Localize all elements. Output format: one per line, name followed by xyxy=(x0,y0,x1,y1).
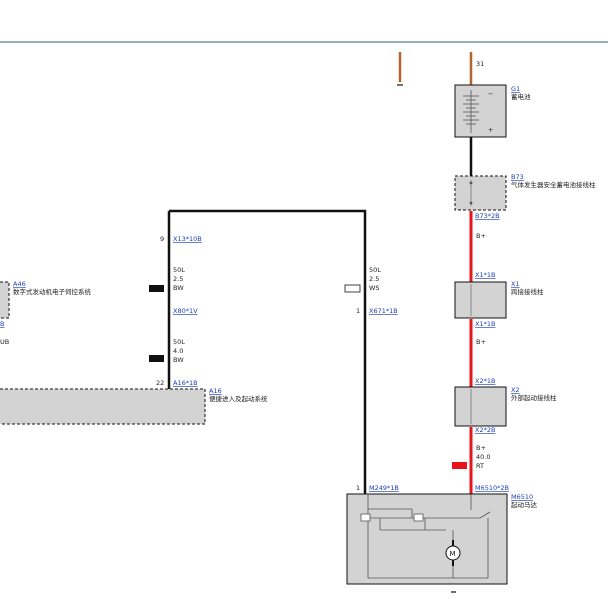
right-signal-wire xyxy=(169,209,367,494)
b73-name: 气体发生器安全蓄电池接线柱 xyxy=(511,180,596,189)
motor-left-connector-link[interactable]: M249*1B xyxy=(369,484,399,492)
bw-wire-swatch-2 xyxy=(149,355,164,362)
x1-name: 跨接接线柱 xyxy=(511,287,544,296)
right-wire-color: WS xyxy=(369,284,380,292)
battery-id-link[interactable]: G1 xyxy=(511,85,520,93)
a16-box[interactable] xyxy=(0,388,206,425)
ws-wire-color-swatch xyxy=(344,284,361,293)
motor-icon xyxy=(445,545,461,561)
x2-bottom-connector-link[interactable]: X2*2B xyxy=(475,426,495,434)
left-seg1-size: 2.5 xyxy=(173,275,183,283)
a16-name: 便捷进入及起动系统 xyxy=(209,394,268,403)
b73-connector-link[interactable]: B73*2B xyxy=(475,212,500,220)
battery-minus-sign: − xyxy=(488,90,493,98)
a46-id-link[interactable]: A46 xyxy=(13,280,26,288)
right-wire-size: 2.5 xyxy=(369,275,379,283)
motor-icon-glyph: M xyxy=(450,550,456,558)
a16-id-link[interactable]: A16 xyxy=(209,387,222,395)
x1-bottom-connector-link[interactable]: X1*1B xyxy=(475,320,495,328)
x2-id-link[interactable]: X2 xyxy=(511,386,520,394)
x1-box[interactable] xyxy=(454,281,507,319)
x2-name: 外部起动接线柱 xyxy=(511,393,557,402)
x1-id-link[interactable]: X1 xyxy=(511,280,520,288)
left-seg2-type: 50L xyxy=(173,338,185,346)
red-wire-color-swatch xyxy=(452,462,467,469)
x1-signal-label: B+ xyxy=(476,338,486,346)
left-seg2-color: BW xyxy=(173,356,184,364)
a16-connector-link[interactable]: A16*1B xyxy=(173,379,198,387)
b73-dot-top xyxy=(469,181,473,185)
battery-box[interactable] xyxy=(454,84,507,138)
motor-connector-link[interactable]: M6510*2B xyxy=(475,484,509,492)
right-connector-link[interactable]: X671*1B xyxy=(369,307,398,315)
motor-internal-circuit xyxy=(360,494,491,579)
x2-wire-color: RT xyxy=(476,462,484,470)
x2-box[interactable] xyxy=(454,386,507,427)
left-mid-connector-link[interactable]: X80*1V xyxy=(173,307,198,315)
b73-signal-label: B+ xyxy=(476,232,486,240)
motor-box[interactable] xyxy=(346,493,508,585)
battery-symbol xyxy=(463,90,479,133)
left-top-pin: 9 xyxy=(160,235,164,243)
x2-top-connector-link[interactable]: X2*1B xyxy=(475,377,495,385)
a46-name: 数字式发动机电子伺控系统 xyxy=(13,287,92,296)
b73-id-link[interactable]: B73 xyxy=(511,173,524,181)
x2-wire-size: 40.0 xyxy=(476,453,490,461)
left-top-connector-link[interactable]: X13*10B xyxy=(173,235,202,243)
motor-id-link[interactable]: M6510 xyxy=(511,493,533,501)
x1-top-connector-link[interactable]: X1*1B xyxy=(475,271,495,279)
left-seg1-color: BW xyxy=(173,284,184,292)
motor-left-pin: 1 xyxy=(356,484,360,492)
b73-box[interactable] xyxy=(454,175,507,211)
x2-signal-label: B+ xyxy=(476,444,486,452)
b73-dot-bottom xyxy=(469,201,473,205)
right-wire-type: 50L xyxy=(369,266,381,274)
left-seg2-size: 4.0 xyxy=(173,347,183,355)
motor-name: 起动马达 xyxy=(511,500,538,509)
battery-wire-number: 31 xyxy=(476,60,484,68)
a46-box[interactable] xyxy=(0,281,10,319)
a16-pin: 22 xyxy=(156,379,164,387)
right-conn-pin: 1 xyxy=(356,307,360,315)
bw-wire-swatch-1 xyxy=(149,285,164,292)
a46-partial-label: UB xyxy=(0,338,9,346)
left-seg1-type: 50L xyxy=(173,266,185,274)
a46-partial-connector[interactable]: B xyxy=(0,320,4,328)
battery-plus-sign: + xyxy=(488,126,493,134)
battery-name: 蓄电池 xyxy=(511,92,531,101)
